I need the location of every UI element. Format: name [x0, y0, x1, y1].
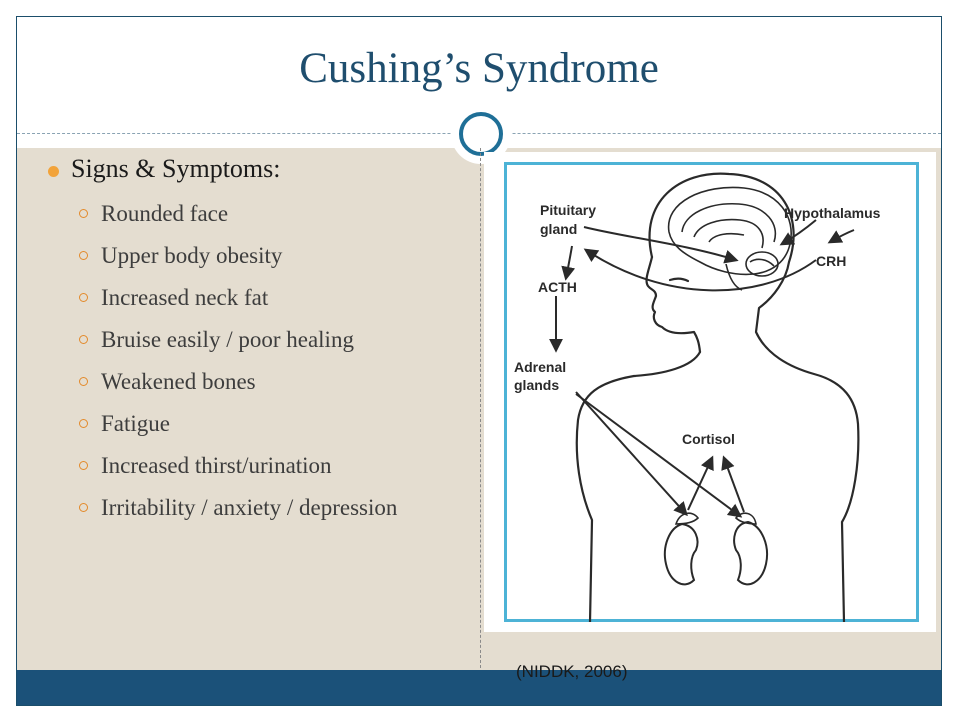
label-pituitary-1: Pituitary	[540, 202, 596, 218]
label-hypothalamus: Hypothalamus	[784, 205, 881, 221]
symptom-item: Upper body obesity	[76, 240, 456, 271]
pathway-arrows	[549, 219, 855, 518]
body-outline	[575, 172, 860, 622]
label-adrenal-2: glands	[514, 377, 559, 393]
slide-title: Cushing’s Syndrome	[299, 45, 659, 92]
decorative-ring-icon	[459, 112, 503, 156]
symptom-item: Increased neck fat	[76, 282, 456, 313]
symptom-item: Bruise easily / poor healing	[76, 324, 456, 355]
diagram-labels: Pituitary gland Hypothalamus CRH ACTH Ad…	[514, 202, 881, 447]
symptom-item: Increased thirst/urination	[76, 450, 456, 481]
ring-bullet-icon	[79, 293, 88, 302]
label-acth: ACTH	[538, 279, 577, 295]
ring-bullet-icon	[79, 377, 88, 386]
brain-illustration	[667, 186, 792, 291]
label-crh: CRH	[816, 253, 846, 269]
symptom-text: Increased neck fat	[101, 285, 269, 310]
symptom-item: Rounded face	[76, 198, 456, 229]
symptom-text: Weakened bones	[101, 369, 256, 394]
main-bullet: Signs & Symptoms:	[48, 154, 281, 184]
main-bullet-text: Signs & Symptoms:	[71, 154, 281, 183]
symptom-list: Rounded face Upper body obesity Increase…	[76, 198, 456, 534]
bullet-dot-icon	[48, 166, 59, 177]
symptom-item: Fatigue	[76, 408, 456, 439]
symptom-item: Irritability / anxiety / depression	[76, 492, 456, 523]
footer-bar	[17, 670, 941, 705]
ring-bullet-icon	[79, 209, 88, 218]
kidney-illustration	[663, 520, 768, 586]
symptom-text: Bruise easily / poor healing	[101, 327, 354, 352]
ring-bullet-icon	[79, 335, 88, 344]
label-adrenal-1: Adrenal	[514, 359, 566, 375]
figure-citation: (NIDDK, 2006)	[516, 662, 628, 681]
ring-bullet-icon	[79, 461, 88, 470]
hpa-axis-diagram: Pituitary gland Hypothalamus CRH ACTH Ad…	[514, 172, 881, 622]
symptom-text: Rounded face	[101, 201, 229, 226]
column-divider	[480, 148, 481, 668]
symptom-text: Upper body obesity	[101, 243, 283, 268]
label-cortisol: Cortisol	[682, 431, 735, 447]
symptom-text: Fatigue	[101, 411, 170, 436]
label-pituitary-2: gland	[540, 221, 577, 237]
symptom-text: Increased thirst/urination	[101, 453, 332, 478]
ring-bullet-icon	[79, 251, 88, 260]
ring-bullet-icon	[79, 419, 88, 428]
ring-bullet-icon	[79, 503, 88, 512]
adrenal-gland-illustration	[674, 512, 757, 525]
symptom-item: Weakened bones	[76, 366, 456, 397]
symptom-text: Irritability / anxiety / depression	[101, 495, 398, 520]
